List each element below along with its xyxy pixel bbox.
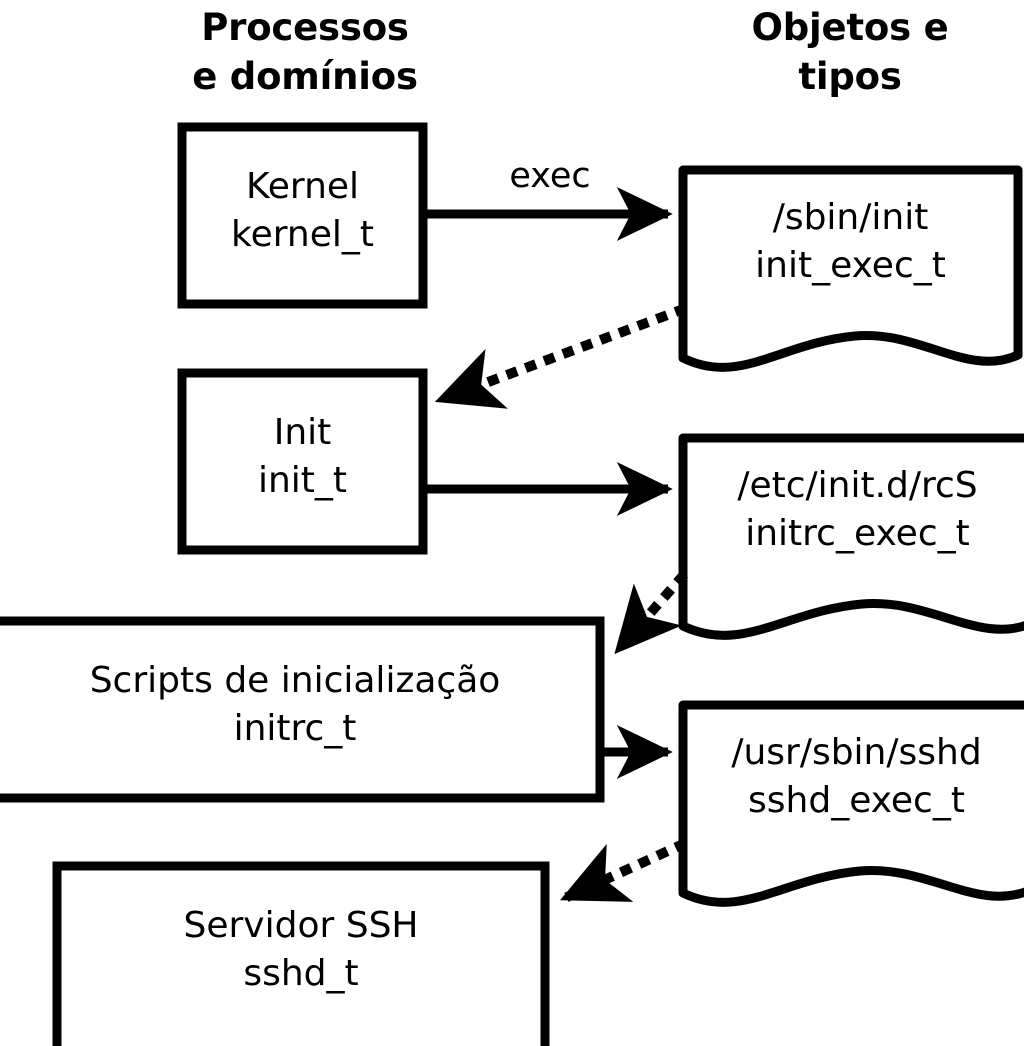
process-box-sshd[interactable] <box>52 861 550 1046</box>
object-box-initrc-exec[interactable] <box>678 433 1024 640</box>
process-box-kernel[interactable] <box>177 122 428 309</box>
object-box-sshd-exec[interactable] <box>678 700 1024 907</box>
object-box-init-exec[interactable] <box>678 165 1023 372</box>
edge-init-exec-to-init <box>433 303 688 409</box>
process-box-init[interactable] <box>177 368 428 555</box>
edge-initrc-exec-to-initrc <box>610 570 689 658</box>
column-header-objects: Objetos e tipos <box>751 6 949 98</box>
edge-sshd-exec-to-sshd <box>558 838 688 905</box>
edge-label-exec: exec <box>509 156 591 196</box>
column-header-processes: Processos e domínios <box>192 6 418 98</box>
process-box-initrc[interactable] <box>0 616 605 803</box>
